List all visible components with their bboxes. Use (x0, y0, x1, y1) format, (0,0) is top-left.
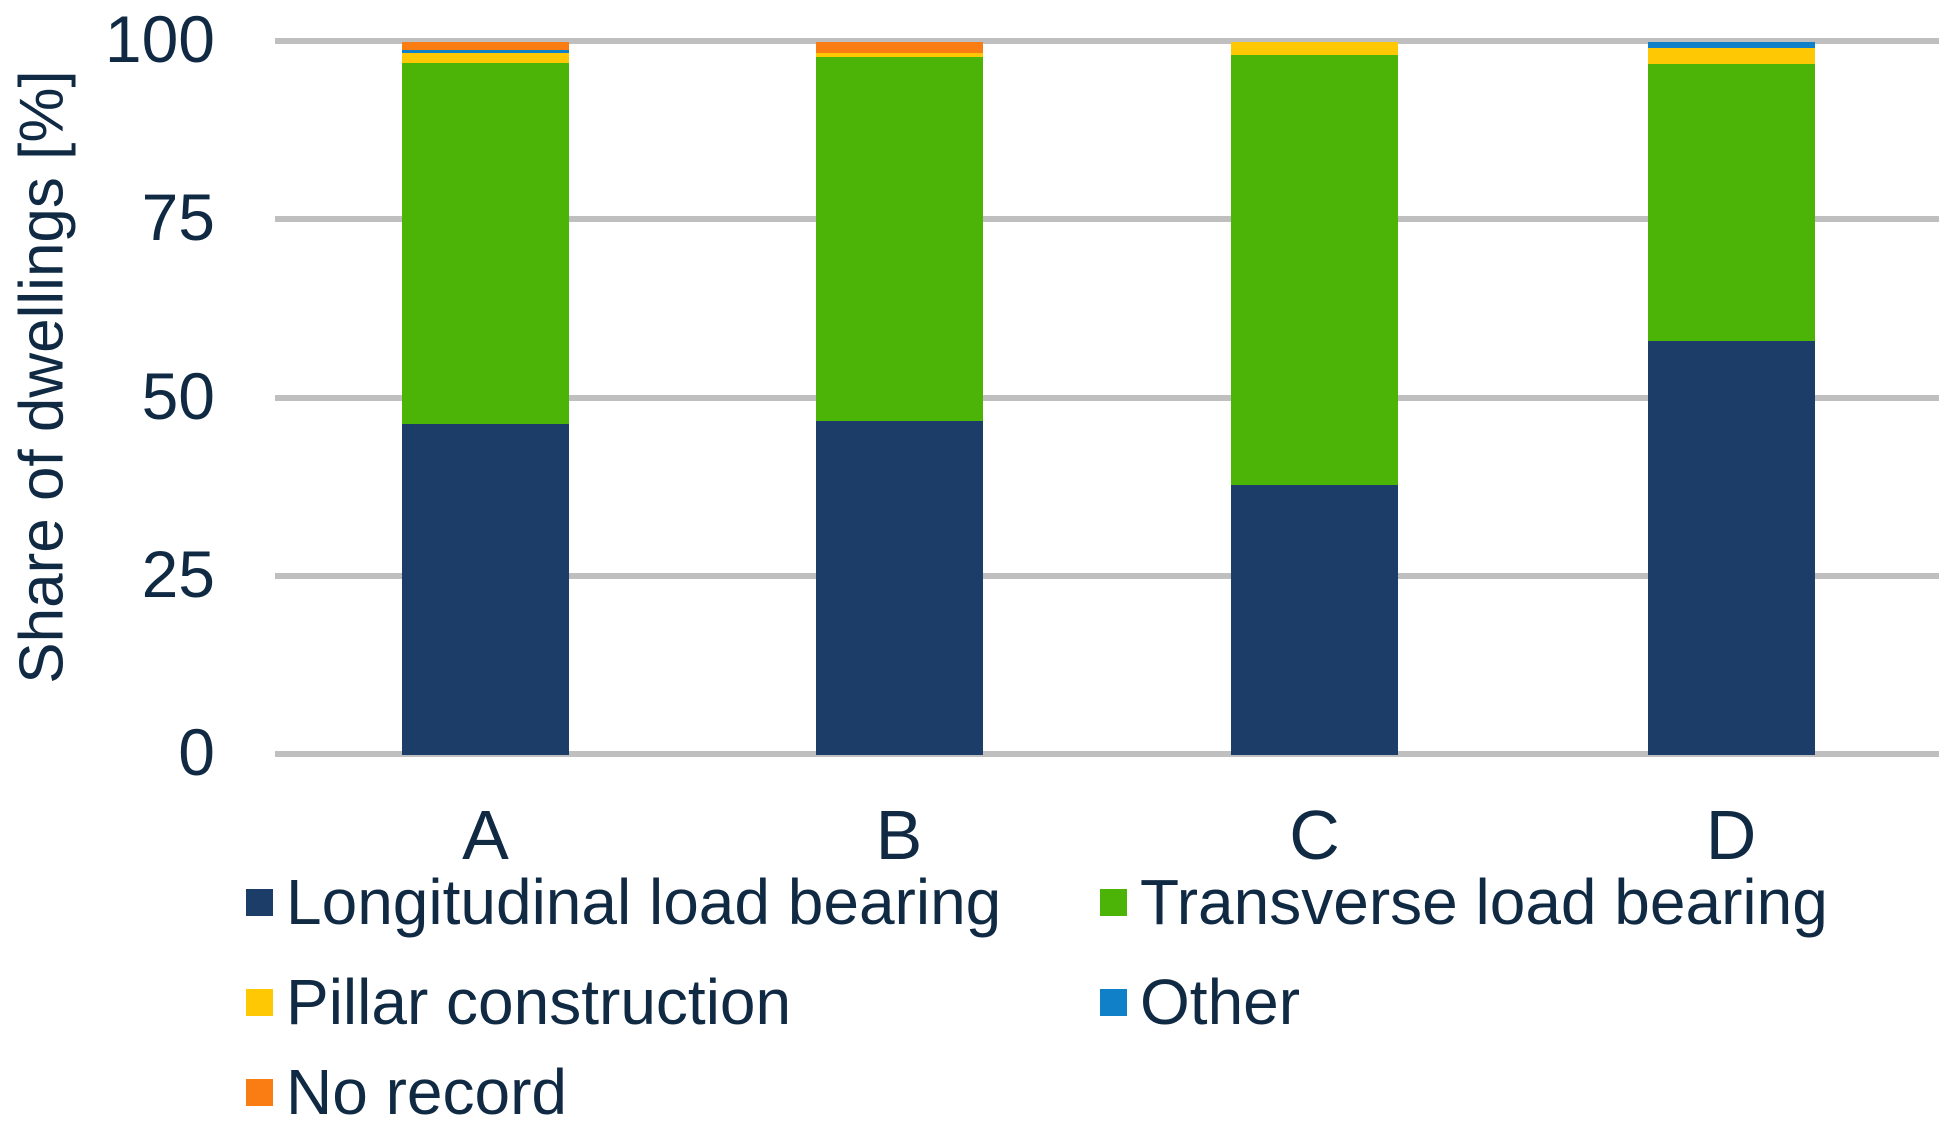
legend-swatch-other-icon (1100, 988, 1127, 1016)
bar-segment-B (815, 56, 983, 421)
legend-label-transverse: Transverse load bearing (1140, 866, 1828, 938)
bar-A (402, 42, 569, 755)
bar-segment-A (402, 49, 569, 53)
bar-segment-D (1647, 64, 1815, 341)
y-tick-label-100: 100 (104, 2, 215, 76)
gridline-25 (275, 572, 1939, 579)
bar-segment-B (815, 420, 983, 755)
legend-swatch-pillar-icon (246, 988, 273, 1016)
bar-segment-D (1647, 42, 1815, 49)
y-tick-label-75: 75 (141, 180, 215, 255)
legend-swatch-transverse-icon (1100, 888, 1127, 916)
x-axis-label-D: D (1705, 796, 1757, 874)
legend-item-other: Other (1100, 966, 1300, 1038)
y-tick-label-25: 25 (141, 536, 215, 611)
gridline-100 (275, 38, 1939, 44)
legend-swatch-no-record-icon (246, 1078, 273, 1106)
y-tick-label-0: 0 (178, 715, 215, 789)
bar-segment-D (1647, 340, 1815, 755)
bar-segment-C (1231, 42, 1398, 55)
legend-label-no-record: No record (286, 1056, 567, 1128)
y-tick-label-50: 50 (141, 358, 215, 433)
bar-B (815, 42, 983, 755)
x-axis-label-A: A (462, 796, 509, 874)
bar-D (1647, 42, 1815, 755)
legend-item-transverse-load-bearing: Transverse load bearing (1100, 866, 1828, 938)
legend-item-no-record: No record (246, 1056, 567, 1128)
bar-C (1231, 42, 1398, 755)
legend-label-longitudinal: Longitudinal load bearing (286, 866, 1002, 938)
legend-label-other: Other (1140, 966, 1301, 1038)
gridline-50 (275, 394, 1939, 401)
gridline-0 (275, 751, 1939, 757)
bar-segment-C (1231, 54, 1398, 485)
x-axis-label-C: C (1289, 796, 1340, 874)
bar-segment-B (815, 52, 983, 57)
bar-segment-A (402, 42, 569, 50)
bar-segment-A (402, 424, 569, 755)
legend-label-pillar: Pillar construction (286, 966, 792, 1038)
bar-segment-D (1647, 48, 1815, 65)
bar-segment-B (815, 42, 983, 53)
bar-segment-A (402, 62, 569, 425)
bar-segment-C (1231, 484, 1398, 755)
legend-swatch-longitudinal-icon (246, 888, 273, 916)
legend-item-pillar-construction: Pillar construction (246, 966, 791, 1038)
bar-segment-A (402, 52, 569, 63)
legend-item-longitudinal-load-bearing: Longitudinal load bearing (246, 866, 1001, 938)
x-axis-label-B: B (875, 796, 923, 874)
gridline-75 (275, 216, 1939, 223)
